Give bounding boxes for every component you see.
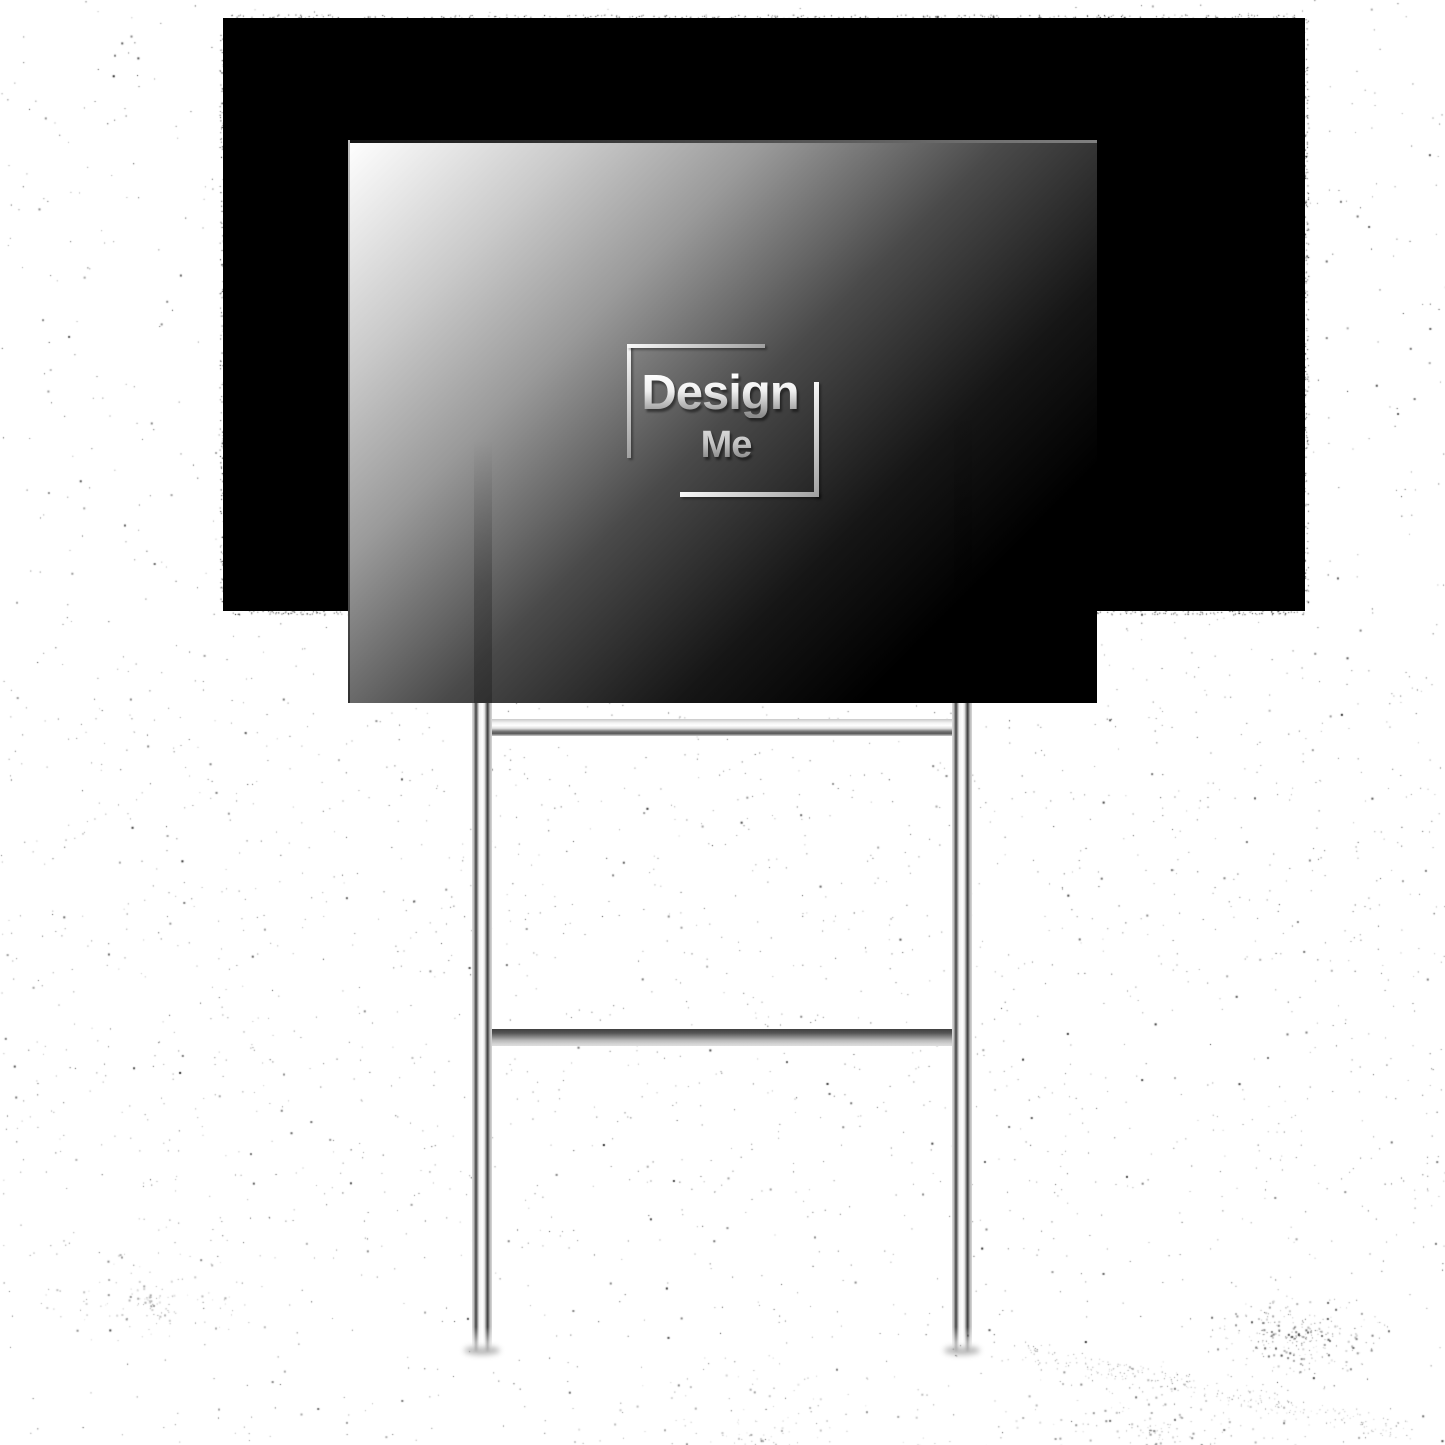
stake-leg-hint-right [954, 403, 972, 703]
logo: Design Me [348, 140, 1097, 703]
sign-panel: Design Me [348, 140, 1097, 703]
logo-bracket-top-left-icon [627, 344, 631, 458]
sign-top-edge [348, 140, 1097, 143]
stake-leg-hint-left [474, 440, 492, 703]
logo-text-line2: Me [700, 424, 753, 466]
stake-crossbar-bottom [480, 1029, 965, 1046]
logo-bracket-top-left-icon [627, 344, 765, 348]
logo-text-line1: Design [641, 366, 799, 420]
logo-bracket-bottom-right-icon [680, 492, 819, 497]
sign-left-edge [348, 140, 350, 703]
logo-bracket-bottom-right-icon [814, 382, 819, 497]
stake-crossbar-top [480, 719, 965, 736]
stake-leg-left [472, 698, 492, 1353]
stake-leg-right [952, 698, 972, 1353]
